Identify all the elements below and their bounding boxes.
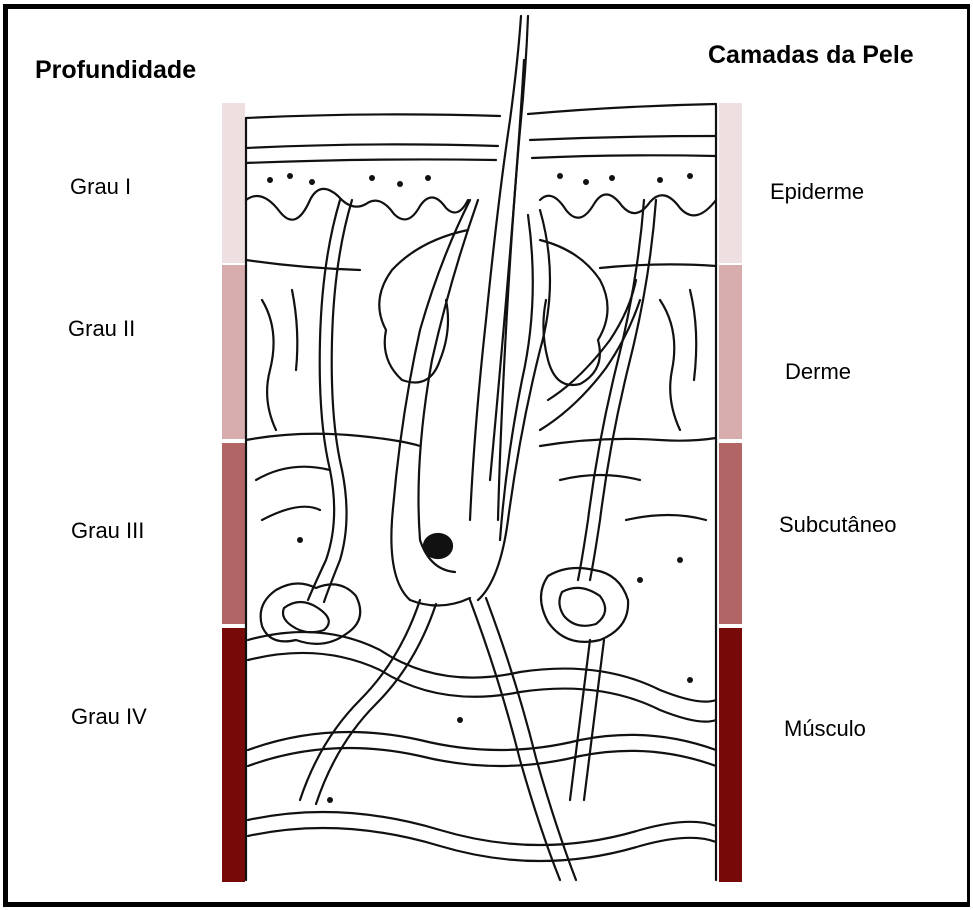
skin-cross-section-illustration <box>0 0 973 910</box>
skin-burn-depth-diagram: Profundidade Camadas da Pele Grau I Grau… <box>0 0 973 910</box>
